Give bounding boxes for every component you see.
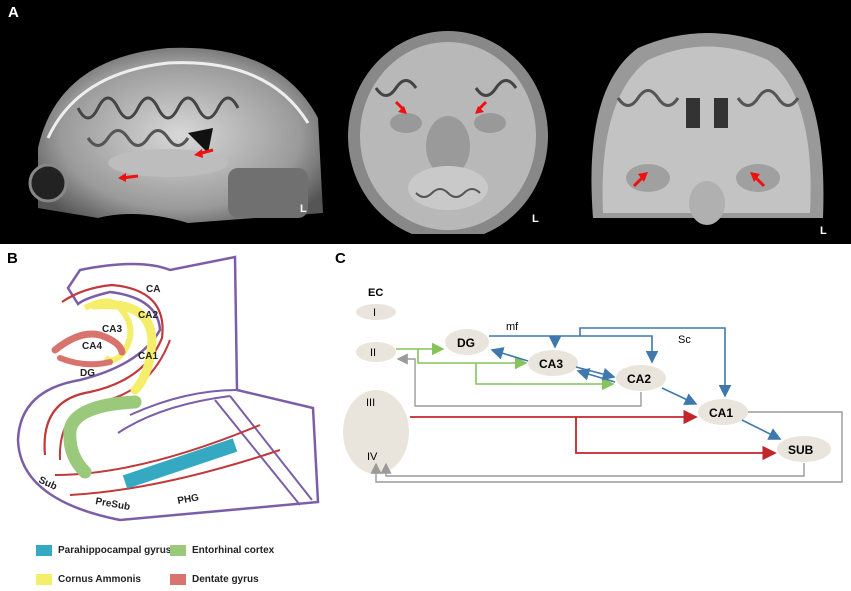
legend-swatch [36,574,52,585]
ca3-node-label: CA3 [539,357,563,371]
ec-layer-iv-label: IV [367,451,378,463]
dg-node [445,329,489,355]
label-phg: PHG [177,492,200,507]
mri-axial: L [348,31,548,234]
legend-label: Parahippocampal gyrus [58,545,172,556]
ca2-node [616,365,666,391]
ca1-node-label: CA1 [709,406,733,420]
side-label: L [300,203,307,215]
ec-layer-iii-label: III [366,397,375,409]
mri-coronal: L [591,33,827,234]
legend-item-parahippocampal: Parahippocampal gyrus [36,545,171,556]
label-dg: DG [80,368,95,379]
mossy-fiber-label: mf [506,321,519,333]
sub-node-label: SUB [788,443,814,457]
panel-label-c: C [335,250,346,267]
hippocampus-outline [16,255,320,522]
side-label: L [820,225,827,234]
ec-layer-iii-iv-node [343,390,409,474]
label-ca4: CA4 [82,341,102,352]
hippocampus-diagram: CA CA2 CA3 CA4 CA1 DG Sub PreSub PHG [16,255,320,522]
ca2-node-label: CA2 [627,372,651,386]
legend-item-cornus-ammonis: Cornus Ammonis [36,574,141,585]
dentate-gyrus-region [51,330,126,356]
legend-label: Entorhinal cortex [192,545,275,556]
label-ca3: CA3 [102,324,122,335]
legend-swatch [170,545,186,556]
ec-layer-i-node [356,304,396,320]
legend-label: Dentate gyrus [192,574,259,585]
ca3-node [528,350,578,376]
ec-label: EC [368,287,383,299]
circuit-diagram: EC I II III IV DG CA3 CA2 CA1 SUB mf Sc [343,287,843,483]
entorhinal-cortex-region [63,395,142,479]
legend-swatch [170,574,186,585]
legend-label: Cornus Ammonis [58,574,141,585]
ec-layer-ii-label: II [370,347,376,359]
label-sub: Sub [37,475,59,493]
label-presub: PreSub [94,496,130,513]
ec-layer-i-label: I [373,307,376,319]
mri-panel: A L L [0,0,851,244]
label-ca1: CA1 [138,351,158,362]
legend-item-entorhinal: Entorhinal cortex [170,545,274,556]
legend-item-dentate-gyrus: Dentate gyrus [170,574,259,585]
sub-node [777,436,831,462]
parahippocampal-gyrus-region [122,438,238,489]
legend-swatch [36,545,52,556]
dg-node-label: DG [457,336,475,350]
label-ca2: CA2 [138,310,158,321]
label-ca: CA [146,284,160,295]
schaffer-collateral-label: Sc [678,334,691,346]
panel-label-a: A [8,4,19,21]
mri-sagittal: L [28,47,323,223]
panel-label-b: B [7,250,18,267]
ec-layer-ii-node [356,342,396,362]
ca1-node [698,399,748,425]
side-label: L [532,213,539,225]
